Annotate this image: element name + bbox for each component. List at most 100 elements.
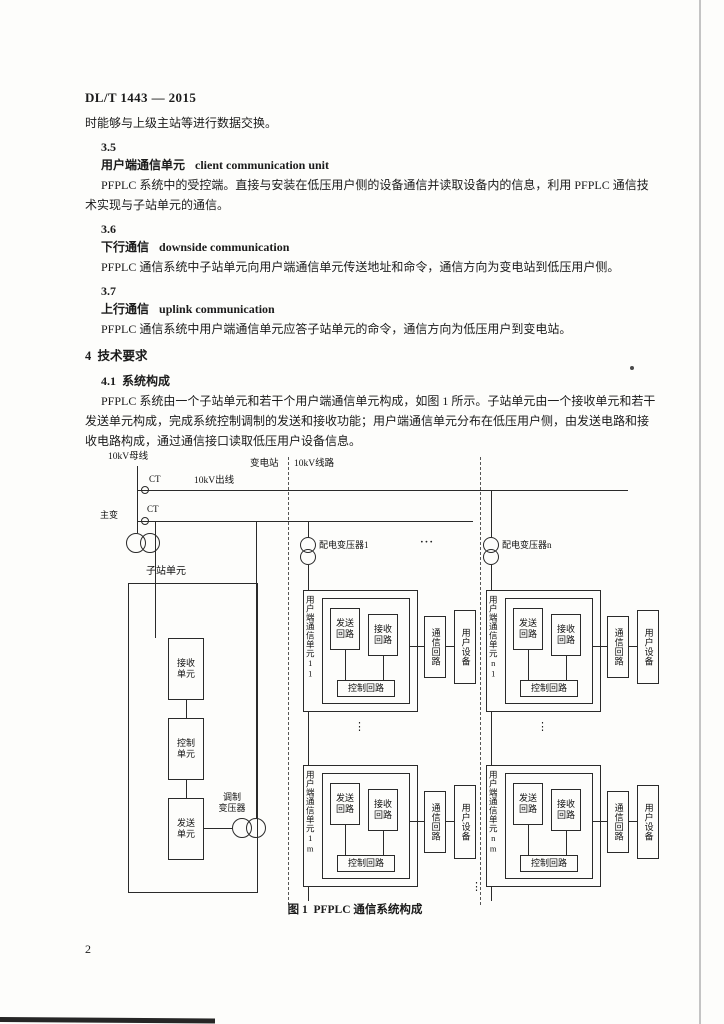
outgoing-line-label: 10kV出线	[194, 476, 235, 486]
control-loop-box: 控制回路	[520, 680, 578, 697]
ellipsis-vertical: ⋮	[537, 721, 548, 733]
mod-transformer-symbol	[246, 818, 266, 838]
group-dashed-line	[480, 457, 481, 905]
unit-connector-line	[186, 700, 187, 718]
loop-connector-line	[383, 831, 384, 855]
dist-transformer-n-label: 配电变压器n	[502, 540, 552, 550]
send-loop-box: 发送 回路	[330, 608, 360, 650]
ct-label: CT	[147, 504, 159, 514]
ccu-inner-box	[505, 598, 593, 704]
term-definition: PFPLC 通信系统中用户端通信单元应答子站单元的命令，通信方向为低压用户到变电…	[101, 322, 572, 336]
ccu-outer-box	[303, 590, 418, 712]
ccu-inner-box	[322, 773, 410, 879]
dist-transformer-1-drop	[308, 565, 309, 590]
term-title-en: uplink communication	[159, 302, 275, 316]
user-device-box: 用户设备	[454, 785, 476, 859]
ccu-outer-box	[486, 765, 601, 887]
term-title-cn: 上行通信	[101, 302, 150, 316]
term-title-cn: 下行通信	[101, 240, 150, 254]
line-10kv-label: 10kV线路	[294, 459, 335, 469]
ccu-label: 用户端通信单元nm	[488, 770, 499, 854]
ccu-inner-box	[505, 773, 593, 879]
ellipsis-horizontal: ···	[420, 536, 435, 548]
substation-unit-label: 子站单元	[146, 566, 186, 577]
loop-connector-line	[528, 825, 529, 855]
inter-block-line	[308, 712, 309, 765]
user-device-label: 用户设备	[460, 628, 471, 666]
control-loop-label: 控制回路	[347, 682, 384, 693]
busbar-label: 10kV母线	[108, 452, 149, 462]
unit-connector-line	[186, 780, 187, 798]
send-unit-box: 发送 单元	[168, 798, 204, 860]
boundary-dashed-line	[288, 457, 289, 905]
control-loop-label: 控制回路	[530, 682, 567, 693]
send-loop-label: 发送 回路	[335, 792, 354, 814]
loop-connector-line	[345, 650, 346, 680]
ct-label: CT	[149, 474, 161, 484]
connector-line	[629, 646, 637, 647]
ccu-outer-box	[486, 590, 601, 712]
comm-loop-label: 通信回路	[430, 803, 441, 841]
mod-connector-line	[204, 828, 232, 829]
term-title-en: client communication unit	[195, 158, 330, 172]
term-definition: PFPLC 通信系统中子站单元向用户端通信单元传送地址和命令，通信方向为变电站到…	[101, 260, 620, 274]
user-device-box: 用户设备	[637, 785, 659, 859]
ccu-label: 用户端通信单元1m	[305, 770, 316, 854]
substation-unit-box	[128, 583, 258, 893]
dist-transformer-n-symbol	[483, 549, 499, 565]
ccu-block-1m: 用户端通信单元1m 发送 回路 接收 回路 控制回路	[303, 765, 418, 887]
dist-transformer-1-label: 配电变压器1	[319, 540, 369, 550]
scan-edge-artifact	[699, 0, 701, 1024]
feeder-line-2	[137, 521, 473, 522]
connector-line	[410, 646, 424, 647]
receive-loop-box: 接收 回路	[551, 789, 581, 831]
loop-connector-line	[528, 650, 529, 680]
send-loop-label: 发送 回路	[518, 617, 537, 639]
scan-shadow-artifact	[0, 1017, 216, 1024]
user-device-box: 用户设备	[454, 610, 476, 684]
main-transformer-label: 主变	[100, 510, 119, 520]
receive-loop-box: 接收 回路	[368, 789, 398, 831]
send-loop-box: 发送 回路	[513, 608, 543, 650]
control-unit-box: 控制 单元	[168, 718, 204, 780]
receive-unit-box: 接收 单元	[168, 638, 204, 700]
clause-4-heading: 4 技术要求	[85, 349, 148, 363]
ccu-block-nm: 用户端通信单元nm 发送 回路 接收 回路 控制回路	[486, 765, 601, 887]
connector-line	[629, 821, 637, 822]
substation-label: 变电站	[250, 459, 279, 469]
receive-loop-box: 接收 回路	[551, 614, 581, 656]
ccu-label: 用户端通信单元n1	[488, 595, 499, 679]
control-loop-box: 控制回路	[337, 855, 395, 872]
control-loop-label: 控制回路	[530, 857, 567, 868]
dist-transformer-n-drop	[491, 565, 492, 590]
receive-unit-label: 接收 单元	[176, 657, 195, 679]
comm-loop-label: 通信回路	[613, 628, 624, 666]
ccu-label: 用户端通信单元11	[305, 595, 316, 679]
term-title: 上行通信 uplink communication	[101, 300, 659, 318]
send-loop-box: 发送 回路	[330, 783, 360, 825]
main-transformer-symbol	[140, 533, 160, 553]
ccu-outer-box	[303, 765, 418, 887]
control-loop-box: 控制回路	[337, 680, 395, 697]
scan-speck-artifact	[630, 366, 634, 370]
loop-connector-line	[383, 656, 384, 680]
dist-transformer-n-drop	[491, 490, 492, 537]
control-loop-box: 控制回路	[520, 855, 578, 872]
page-number: 2	[85, 942, 91, 956]
term-number: 3.7	[101, 284, 116, 298]
coupling-line	[155, 521, 156, 638]
ellipsis-vertical: ⋮	[354, 721, 365, 733]
user-device-label: 用户设备	[643, 803, 654, 841]
riser-line	[256, 521, 257, 818]
receive-loop-label: 接收 回路	[373, 623, 392, 645]
send-loop-label: 发送 回路	[518, 792, 537, 814]
connector-line	[446, 821, 454, 822]
ccu-block-11: 用户端通信单元11 发送 回路 接收 回路 控制回路	[303, 590, 418, 712]
clause-4-1-heading: 4.1 系统构成	[101, 374, 171, 388]
user-device-box: 用户设备	[637, 610, 659, 684]
connector-line	[446, 646, 454, 647]
comm-loop-label: 通信回路	[430, 628, 441, 666]
